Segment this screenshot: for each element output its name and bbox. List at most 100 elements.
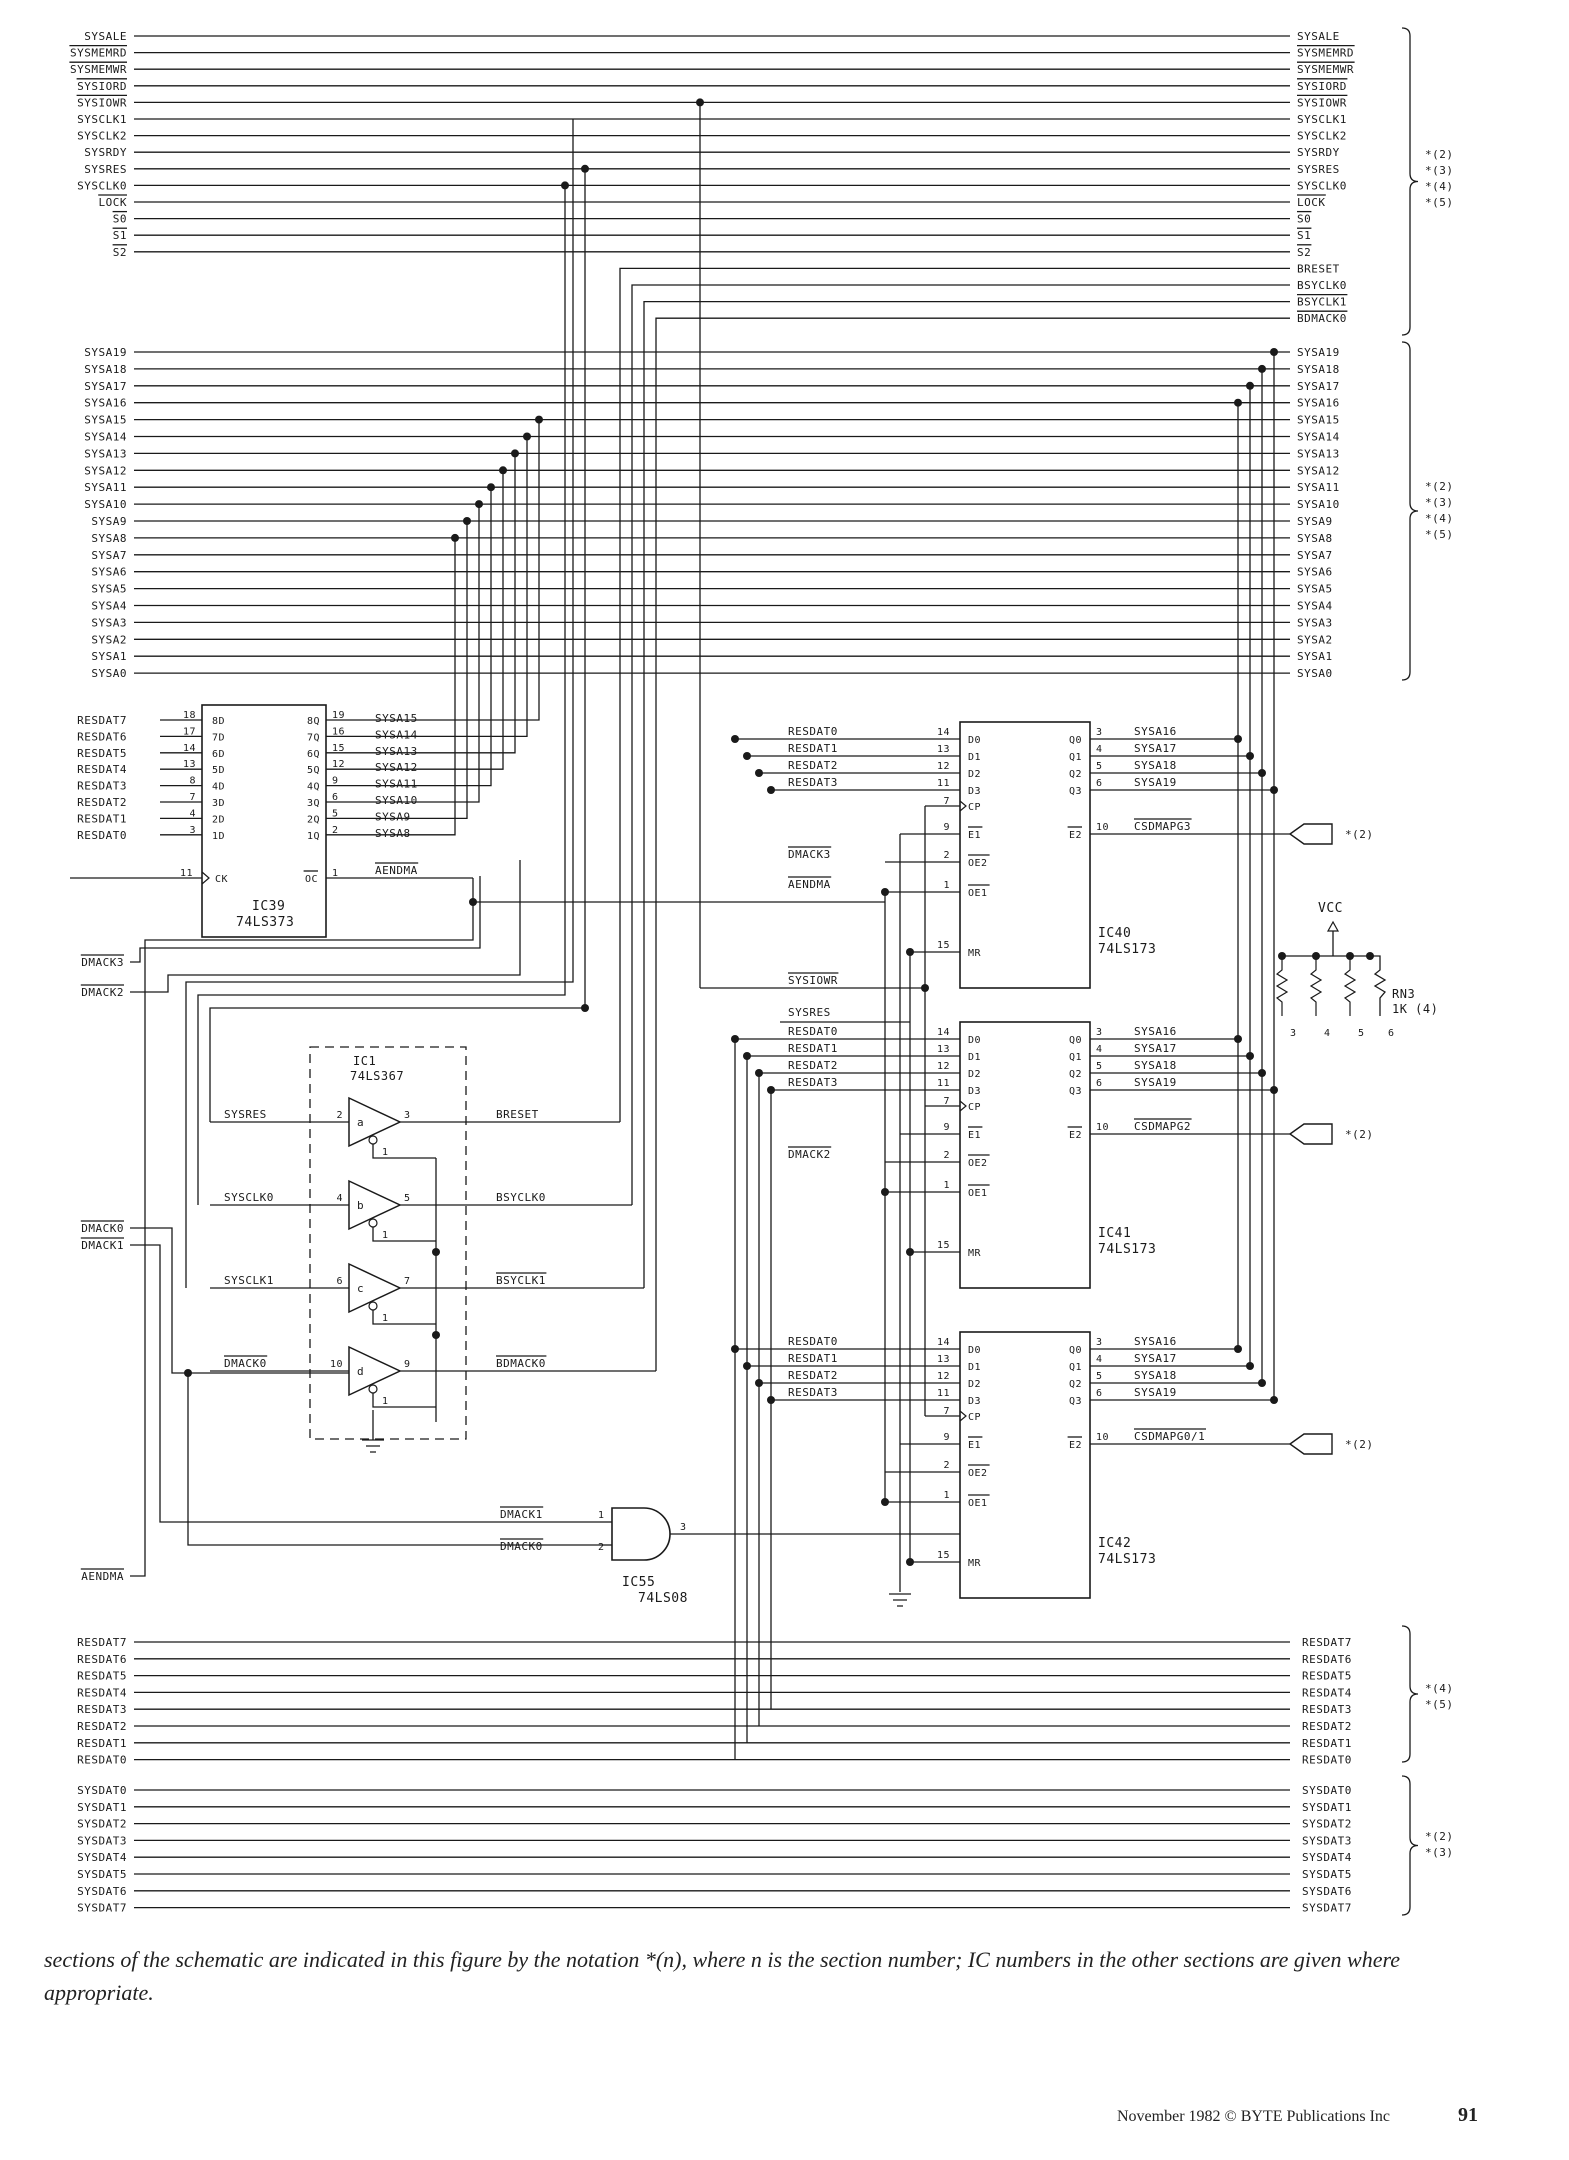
bus-label-right: SYSA2 xyxy=(1297,633,1333,646)
dmack3-route xyxy=(130,876,481,963)
pin-number: 10 xyxy=(330,1359,343,1370)
net-label: BRESET xyxy=(496,1108,539,1121)
bus-label-right: SYSDAT3 xyxy=(1302,1834,1352,1847)
net-label: BSYCLK1 xyxy=(496,1274,546,1287)
bus-label-left: SYSDAT2 xyxy=(77,1818,127,1831)
pin-number: 1 xyxy=(382,1396,389,1407)
pin-number: 1 xyxy=(332,868,339,879)
aendma-left-route xyxy=(130,902,474,1577)
pin-number: 4 xyxy=(189,808,196,819)
ic39-input-label: RESDAT2 xyxy=(77,796,127,809)
bus-label-left: SYSA12 xyxy=(84,464,127,477)
ic-name: IC41 xyxy=(1098,1226,1131,1241)
enable-wire xyxy=(372,1310,436,1325)
inversion-bubble xyxy=(368,1218,378,1228)
bus-label-right: SYSA1 xyxy=(1297,650,1333,663)
net-label: SYSA19 xyxy=(1134,1386,1177,1399)
pin-name: Q1 xyxy=(1069,1052,1082,1063)
figure-caption: sections of the schematic are indicated … xyxy=(44,1947,1401,2005)
pin-number: 3 xyxy=(404,1110,411,1121)
ic39-input-label: RESDAT0 xyxy=(77,829,127,842)
gate-id: b xyxy=(357,1199,364,1212)
latch-box xyxy=(959,721,1091,989)
bus-label-right: SYSA19 xyxy=(1297,346,1340,359)
pin-name: Q2 xyxy=(1069,1069,1082,1080)
junction-dot xyxy=(523,432,531,441)
bus-label-right: LOCK xyxy=(1297,196,1326,209)
bus-label-right: RESDAT1 xyxy=(1302,1737,1352,1750)
pin-name: D1 xyxy=(968,1362,981,1373)
pin-name: 6Q xyxy=(307,749,320,760)
bus-label-left: SYSCLK2 xyxy=(77,130,127,143)
pin-number: 2 xyxy=(336,1110,343,1121)
pin-number: 12 xyxy=(937,761,950,772)
bus-label-left: SYSDAT0 xyxy=(77,1784,127,1797)
pin-number: 17 xyxy=(183,726,196,737)
bus-label-left: SYSA13 xyxy=(84,447,127,460)
bus-label-right: SYSA7 xyxy=(1297,549,1333,562)
enable-wire xyxy=(372,1227,436,1242)
bus-label-right: S1 xyxy=(1297,229,1311,242)
section-ref: *(2) xyxy=(1425,1830,1454,1843)
bus-label-left: RESDAT4 xyxy=(77,1686,127,1699)
bus-label-right: BSYCLK1 xyxy=(1297,296,1347,309)
junction-dot xyxy=(755,769,763,777)
ic-part: 74LS173 xyxy=(1098,1242,1156,1257)
bus-label-left: RESDAT6 xyxy=(77,1653,127,1666)
pin-name: CP xyxy=(968,1412,981,1423)
net-label: SYSA16 xyxy=(1134,725,1177,738)
section-ref: *(3) xyxy=(1425,1846,1454,1859)
net-label: CSDMAPG0/1 xyxy=(1134,1430,1205,1443)
bus-label-left: RESDAT2 xyxy=(77,1720,127,1733)
pin-name: MR xyxy=(968,948,982,959)
net-label: SYSA18 xyxy=(1134,1059,1177,1072)
pin-name: D2 xyxy=(968,1069,981,1080)
section-ref: *(2) xyxy=(1345,1438,1374,1451)
net-label: SYSA18 xyxy=(1134,1369,1177,1382)
pin-name: E1 xyxy=(968,1440,981,1451)
bus-label-left: SYSA0 xyxy=(91,667,127,680)
pin-number: 3 xyxy=(1290,1028,1297,1039)
pin-number: 11 xyxy=(180,868,193,879)
inversion-bubble xyxy=(368,1135,378,1145)
pin-number: 7 xyxy=(943,1406,950,1417)
pin-number: 3 xyxy=(1096,727,1103,738)
net-label: SYSA16 xyxy=(1134,1335,1177,1348)
bus-label-right: SYSA0 xyxy=(1297,667,1333,680)
bus-label-right: SYSA9 xyxy=(1297,515,1333,528)
junction-dot xyxy=(696,98,704,107)
latch-box xyxy=(959,1021,1091,1289)
bus-label-right: SYSA4 xyxy=(1297,600,1333,613)
ic-part: 74LS173 xyxy=(1098,1552,1156,1567)
bus-label-right: RESDAT6 xyxy=(1302,1653,1352,1666)
pin-number: 5 xyxy=(1096,1061,1103,1072)
pin-name: 7Q xyxy=(307,732,320,743)
net-label: DMACK0 xyxy=(81,1222,124,1235)
ic39-output-wire xyxy=(326,453,516,754)
bus-label-right: SYSA5 xyxy=(1297,583,1333,596)
bus-label-right: SYSMEMWR xyxy=(1297,63,1354,76)
bus-label-left: SYSA10 xyxy=(84,498,127,511)
bus-label-left: SYSA4 xyxy=(91,600,127,613)
pin-number: 3 xyxy=(1096,1027,1103,1038)
page-footer: November 1982 © BYTE Publications Inc xyxy=(1117,2108,1390,2125)
pin-name: Q0 xyxy=(1069,1345,1082,1356)
pin-number: 9 xyxy=(943,822,950,833)
bus-label-left: S0 xyxy=(113,213,127,226)
bus-label-right: BDMACK0 xyxy=(1297,312,1347,325)
pin-name: 4Q xyxy=(307,782,320,793)
pin-name: OC xyxy=(305,874,318,885)
net-label: SYSRES xyxy=(788,1006,831,1019)
pin-name: 5Q xyxy=(307,765,320,776)
pin-name: Q1 xyxy=(1069,1362,1082,1373)
bus-label-right: SYSA11 xyxy=(1297,481,1340,494)
pin-number: 2 xyxy=(943,1460,950,1471)
bus-label-left: SYSA8 xyxy=(91,532,127,545)
section-ref: *(4) xyxy=(1425,512,1454,525)
bus-label-right: SYSDAT2 xyxy=(1302,1818,1352,1831)
junction-dot xyxy=(475,500,483,509)
net-label: DMACK1 xyxy=(500,1508,543,1521)
latch-box xyxy=(959,1331,1091,1599)
clock-arrow xyxy=(201,871,210,885)
clock-arrow xyxy=(959,1100,967,1112)
